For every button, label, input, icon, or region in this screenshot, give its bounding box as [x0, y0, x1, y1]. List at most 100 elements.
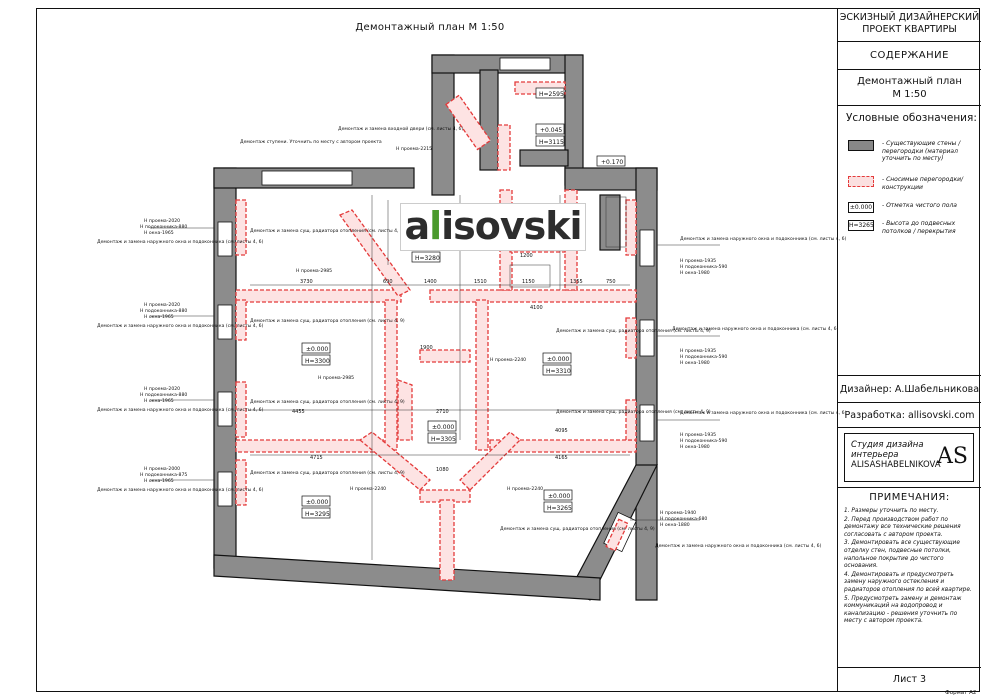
dimension-label: 1900	[420, 345, 433, 351]
sheet-name-line: Демонтажный план	[857, 76, 962, 87]
level-mark: ±0.000	[548, 493, 570, 500]
height-mark: H=3305	[431, 436, 456, 443]
radiator-callout: Демонтаж и замена сущ. радиатора отоплен…	[250, 399, 405, 405]
legend-text: - Сносимые перегородки/ конструкции	[882, 176, 964, 191]
opening-note: Н подоконника-880	[140, 224, 187, 230]
dimension-label: 4715	[310, 455, 323, 461]
note-item: 2. Перед производством работ по демонтаж…	[844, 516, 961, 538]
project-title: ЭСКИЗНЫЙ ДИЗАЙНЕРСКИЙ ПРОЕКТ КВАРТИРЫ	[838, 8, 981, 42]
level-mark: ±0.000	[432, 424, 454, 431]
opening-note: Н проема-2020	[144, 218, 180, 224]
radiator-callout: Демонтаж и замена сущ. радиатора отоплен…	[556, 328, 711, 334]
notes-title: ПРИМЕЧАНИЯ:	[869, 492, 950, 503]
wall-swatch	[848, 140, 874, 151]
note-item: 1. Размеры уточнить по месту.	[844, 508, 939, 514]
opening-height: Н проема-2215	[396, 146, 432, 152]
dimension-label: 1080	[436, 467, 449, 473]
legend-text: - Высота до подвесных потолков / перекры…	[882, 220, 956, 235]
height-mark: H=2595	[539, 91, 564, 98]
developer-field[interactable]: Разработка: allisovski.com	[838, 403, 981, 428]
opening-note: Н окна-1965	[144, 398, 174, 404]
sheet-name: Демонтажный план М 1:50	[838, 70, 981, 106]
opening-note: Н окна-1980	[680, 444, 710, 450]
dimension-label: 4100	[530, 305, 543, 311]
opening-note: Н окна-1880	[660, 522, 690, 528]
legend: Условные обозначения: - Существующие сте…	[838, 106, 981, 376]
dimension-label: 1355	[570, 279, 583, 285]
studio-logo: AS	[937, 444, 968, 469]
title-block: ЭСКИЗНЫЙ ДИЗАЙНЕРСКИЙ ПРОЕКТ КВАРТИРЫ СО…	[837, 8, 981, 692]
radiator-callout: Демонтаж и замена сущ. радиатора отоплен…	[500, 526, 655, 532]
opening-note: Н подоконника-590	[680, 354, 727, 360]
opening-note: Н окна-1965	[144, 478, 174, 484]
demolition-swatch	[848, 176, 874, 187]
opening-height: Н проема-2240	[350, 486, 386, 492]
studio-block: Студия дизайна интерьера ALISASHABELNIKO…	[838, 428, 981, 488]
right-window-notes: Демонтаж и замена наружного окна и подок…	[655, 236, 847, 549]
opening-height: Н проема-2985	[318, 375, 354, 381]
studio-box: Студия дизайна интерьера ALISASHABELNIKO…	[844, 433, 974, 482]
studio-name: Студия дизайна интерьера ALISASHABELNIKO…	[851, 440, 941, 470]
dimension-label: 3730	[300, 279, 313, 285]
sheet-number: Лист 3	[892, 674, 927, 685]
studio-line: Студия дизайна	[851, 440, 924, 450]
watermark-logo: alisovski	[400, 203, 586, 251]
plan-title: Демонтажный план М 1:50	[355, 22, 505, 33]
legend-text: - Существующие стены / перегородки (мате…	[882, 140, 961, 162]
dimension-label: 690	[383, 279, 393, 285]
dimension-labels: 3730 690 1400 1510 1355 750 4100 4455 27…	[292, 243, 616, 473]
level-swatch: ±0.000	[848, 202, 874, 213]
interior-callouts: Демонтаж и замена сущ. радиатора отоплен…	[240, 125, 711, 532]
opening-note: Н подоконника-590	[680, 438, 727, 444]
opening-note: Н подоконника-875	[140, 472, 187, 478]
designer-field: Дизайнер: А.Шабельникова	[838, 376, 981, 403]
level-markers	[301, 87, 626, 519]
window-callout: Демонтаж и замена наружного окна и подок…	[680, 410, 847, 416]
level-mark: ±0.000	[306, 499, 328, 506]
window-callout: Демонтаж и замена наружного окна и подок…	[655, 543, 822, 549]
notes-block: ПРИМЕЧАНИЯ: 1. Размеры уточнить по месту…	[838, 488, 981, 668]
logo-part: isovski	[441, 204, 582, 248]
opening-note: Н окна-1965	[144, 230, 174, 236]
opening-note: Н подоконника-680	[660, 516, 707, 522]
height-mark: H=3115	[539, 139, 564, 146]
dimension-label: 1150	[522, 279, 535, 285]
opening-note: Н подоконника-880	[140, 308, 187, 314]
height-mark: H=3310	[546, 368, 571, 375]
height-mark: H=3265	[547, 505, 572, 512]
opening-note: Н окна-1980	[680, 270, 710, 276]
plan-lines	[150, 195, 720, 560]
level-mark: +0.170	[601, 159, 623, 166]
project-title-line: ПРОЕКТ КВАРТИРЫ	[862, 24, 957, 35]
opening-note: Н проема-1935	[680, 258, 716, 264]
level-mark: ±0.000	[306, 346, 328, 353]
opening-height: Н проема-2985	[296, 268, 332, 274]
window-callout: Демонтаж и замена наружного окна и подок…	[97, 407, 264, 413]
opening-height: Н проема-2240	[507, 486, 543, 492]
dimension-label: 1200	[520, 253, 533, 259]
left-window-notes: Н проема-2020 Н подоконника-880 Н окна-1…	[97, 218, 264, 493]
window-callout: Демонтаж и замена наружного окна и подок…	[680, 236, 847, 242]
opening-note: Н проема-2000	[144, 466, 180, 472]
level-mark: ±0.000	[547, 356, 569, 363]
dimension-label: 4455	[292, 409, 305, 415]
height-swatch: H=3265	[848, 220, 874, 231]
note-item: 4. Демонтировать и предусмотреть замену …	[844, 571, 972, 593]
logo-part: l	[429, 204, 442, 248]
dimension-label: 4095	[555, 428, 568, 434]
window-callout: Демонтаж и замена наружного окна и подок…	[97, 323, 264, 329]
radiator-callout: Демонтаж и замена сущ. радиатора отоплен…	[250, 470, 405, 476]
note-item: 3. Демонтировать все существующие отделк…	[844, 540, 960, 570]
notes-list: 1. Размеры уточнить по месту. 2. Перед п…	[844, 508, 976, 627]
opening-note: Н проема-2020	[144, 302, 180, 308]
dimension-label: 2710	[436, 409, 449, 415]
dimension-label: 4165	[555, 455, 568, 461]
studio-line: ALISASHABELNIKOVA	[851, 460, 941, 470]
note-item: 5. Предусмотреть замену и демонтаж комму…	[844, 595, 962, 625]
opening-note: Н подоконника-880	[140, 392, 187, 398]
existing-walls	[213, 54, 658, 601]
contents-link[interactable]: СОДЕРЖАНИЕ	[838, 42, 981, 70]
logo-part: a	[404, 204, 430, 248]
